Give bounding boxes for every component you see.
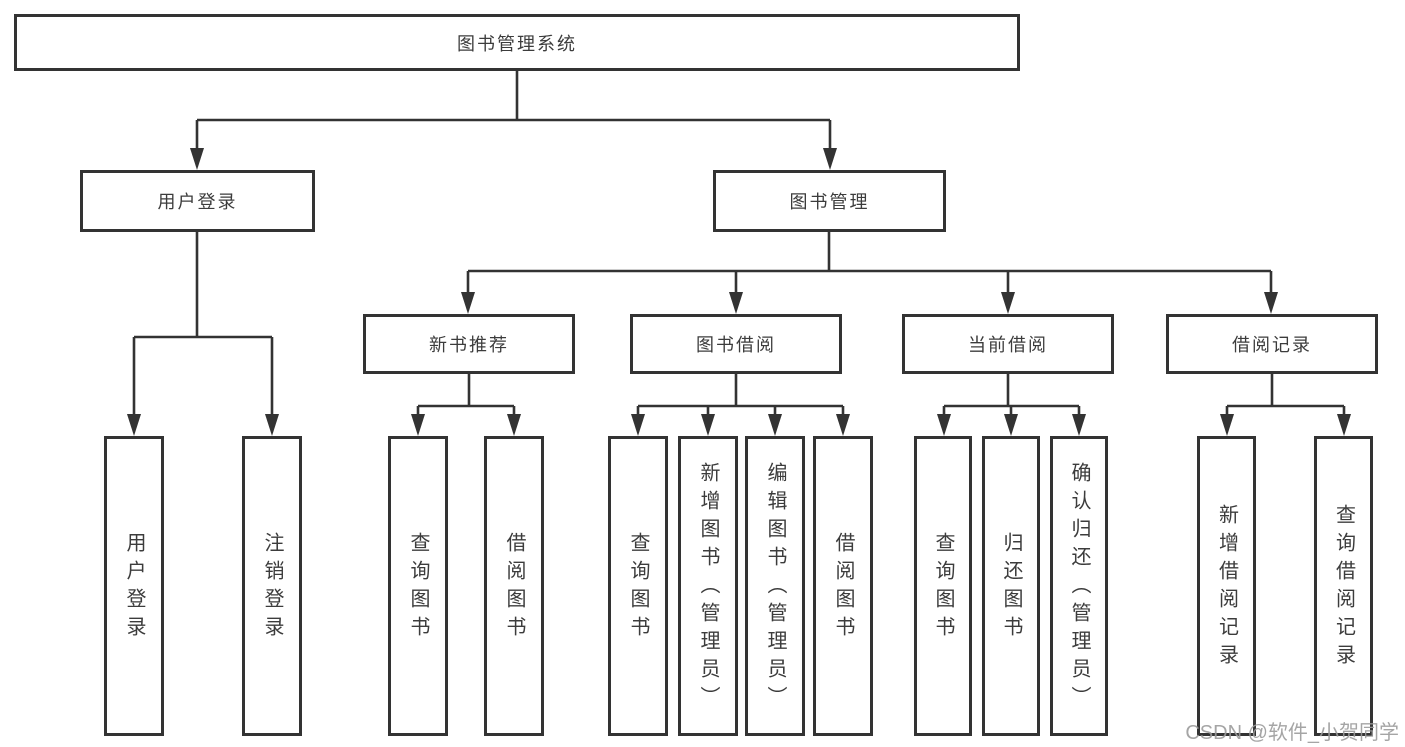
leaf-confirm-return-admin: 确认归还（管理员） — [1050, 436, 1108, 736]
leaf-borrow-books-recommend: 借阅图书 — [484, 436, 544, 736]
node-book-borrowing: 图书借阅 — [630, 314, 842, 374]
node-library-system: 图书管理系统 — [14, 14, 1020, 71]
leaf-return-books: 归还图书 — [982, 436, 1040, 736]
leaf-borrow-books: 借阅图书 — [813, 436, 873, 736]
connector-records-to-leaves — [1220, 374, 1351, 436]
connector-recommend-to-leaves — [411, 374, 521, 436]
connector-book-management-to-level3 — [461, 232, 1278, 314]
connector-user-login-to-leaves — [127, 232, 279, 436]
csdn-watermark: CSDN @软件_小贺同学 — [1185, 722, 1399, 744]
connector-current-to-leaves — [937, 374, 1086, 436]
connector-root-to-level2 — [190, 70, 837, 170]
leaf-user-login: 用户登录 — [104, 436, 164, 736]
leaf-logout: 注销登录 — [242, 436, 302, 736]
node-user-login: 用户登录 — [80, 170, 315, 232]
node-book-management: 图书管理 — [713, 170, 946, 232]
leaf-query-books-recommend: 查询图书 — [388, 436, 448, 736]
node-borrow-records: 借阅记录 — [1166, 314, 1378, 374]
node-current-borrowing: 当前借阅 — [902, 314, 1114, 374]
leaf-add-borrow-record: 新增借阅记录 — [1197, 436, 1256, 736]
leaf-query-books-current: 查询图书 — [914, 436, 972, 736]
connector-borrowing-to-leaves — [631, 374, 850, 436]
node-new-book-recommend: 新书推荐 — [363, 314, 575, 374]
leaf-query-books-borrowing: 查询图书 — [608, 436, 668, 736]
leaf-query-borrow-record: 查询借阅记录 — [1314, 436, 1373, 736]
leaf-add-book-admin: 新增图书（管理员） — [678, 436, 738, 736]
leaf-edit-book-admin: 编辑图书（管理员） — [745, 436, 805, 736]
